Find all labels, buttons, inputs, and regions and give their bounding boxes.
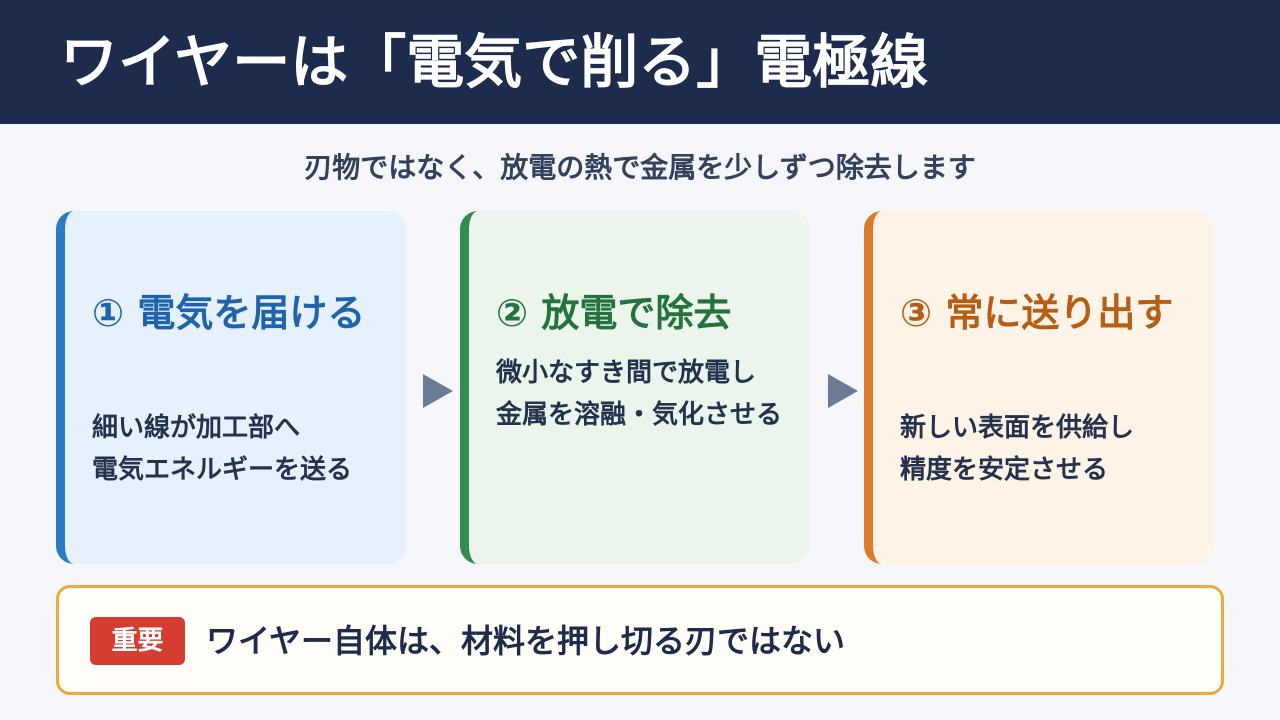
important-badge: 重要 [90, 617, 185, 665]
step-description: 微小なすき間で放電し 金属を溶融・気化させる [496, 352, 806, 436]
step-description: 細い線が加工部へ 電気エネルギーを送る [92, 407, 402, 491]
header-bar: ワイヤーは「電気で削る」電極線 [0, 0, 1280, 124]
step-description-line: 精度を安定させる [900, 455, 1109, 485]
step-card-feed: ③ 常に送り出す 新しい表面を供給し 精度を安定させる [864, 211, 1214, 564]
important-note: 重要 ワイヤー自体は、材料を押し切る刃ではない [56, 585, 1224, 695]
step-card-discharge: ② 放電で除去 微小なすき間で放電し 金属を溶融・気化させる [460, 211, 810, 564]
step-description-line: 新しい表面を供給し [900, 413, 1135, 443]
step-title: ③ 常に送り出す [900, 291, 1174, 335]
step-description-line: 電気エネルギーを送る [92, 455, 353, 485]
important-note-text: ワイヤー自体は、材料を押し切る刃ではない [206, 622, 846, 660]
step-description-line: 細い線が加工部へ [92, 413, 301, 443]
step-title: ② 放電で除去 [496, 291, 732, 335]
page-subtitle: 刃物ではなく、放電の熱で金属を少しずつ除去します [304, 151, 976, 184]
step-card-deliver: ① 電気を届ける 細い線が加工部へ 電気エネルギーを送る [56, 211, 406, 564]
arrow-right-icon [828, 374, 858, 408]
step-description-line: 金属を溶融・気化させる [496, 400, 783, 430]
step-description: 新しい表面を供給し 精度を安定させる [900, 407, 1210, 491]
step-description-line: 微小なすき間で放電し [496, 358, 757, 388]
arrow-right-icon [423, 374, 453, 408]
step-title: ① 電気を届ける [92, 291, 366, 335]
page-title: ワイヤーは「電気で削る」電極線 [60, 28, 929, 96]
